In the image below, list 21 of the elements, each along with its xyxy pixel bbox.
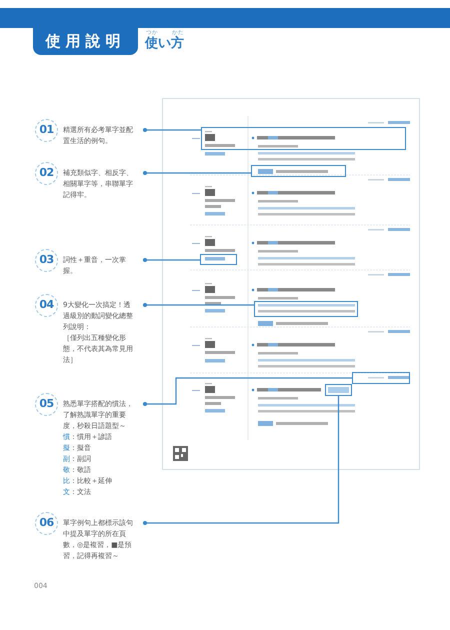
callout-number: 01	[35, 118, 58, 142]
leader-line	[143, 171, 251, 175]
leader-line	[143, 377, 352, 406]
callout-number: 03	[35, 248, 58, 272]
highlight-frame	[251, 165, 346, 177]
highlight-frame	[352, 372, 410, 384]
callout-number: 05	[35, 392, 58, 416]
subtitle: 使い方	[145, 36, 184, 52]
page-title: 使用說明	[33, 27, 138, 55]
highlight-frame	[200, 254, 237, 265]
highlight-frame	[325, 384, 352, 396]
callout-number: 06	[35, 512, 58, 534]
highlight-frame	[254, 301, 358, 317]
page-thumbnail	[162, 98, 420, 470]
callout-number: 02	[35, 162, 58, 184]
leader-line	[143, 128, 201, 132]
leader-line	[143, 303, 254, 307]
leader-line	[143, 258, 200, 262]
highlight-frame	[201, 127, 406, 150]
leader-line	[143, 396, 340, 525]
callout-number: 04	[35, 294, 58, 316]
